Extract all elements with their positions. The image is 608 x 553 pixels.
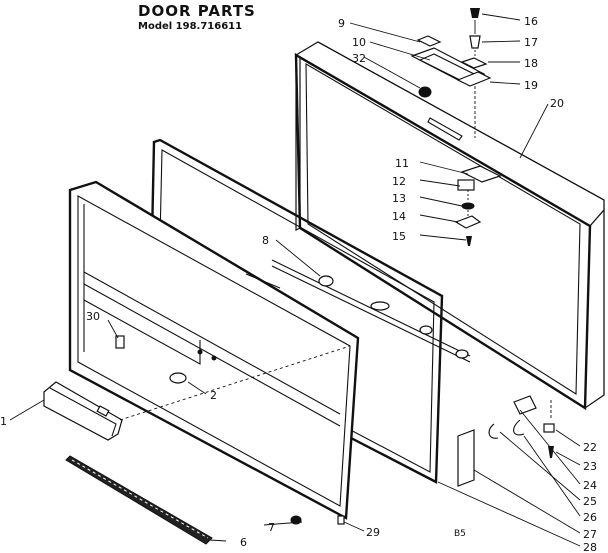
label-8: 8 <box>262 234 269 247</box>
label-18: 18 <box>524 57 538 70</box>
top-hinge-parts <box>410 8 492 138</box>
label-20: 20 <box>550 97 564 110</box>
label-10: 10 <box>352 36 366 49</box>
label-9: 9 <box>338 17 345 30</box>
middle-hinge-parts <box>454 165 502 246</box>
leader-lines <box>9 13 581 547</box>
latch-clip <box>115 335 125 349</box>
label-16: 16 <box>524 15 538 28</box>
label-28: 28 <box>583 541 597 553</box>
label-24: 24 <box>583 479 597 492</box>
label-32: 32 <box>352 52 366 65</box>
latch-strike <box>169 372 187 384</box>
label-2: 2 <box>210 389 217 402</box>
label-12: 12 <box>392 175 406 188</box>
model-number: Model 198.716611 <box>138 21 243 32</box>
label-13: 13 <box>392 192 406 205</box>
label-1: 1 <box>0 415 7 428</box>
hinge-rod-assembly <box>245 259 471 363</box>
label-7: 7 <box>268 521 275 534</box>
outer-door-panel <box>294 41 605 411</box>
label-30: 30 <box>86 310 100 323</box>
part-labels: 1 2 6 7 8 9 10 11 12 13 14 15 16 17 18 1… <box>0 15 597 553</box>
trim-strip <box>65 455 213 545</box>
label-14: 14 <box>392 210 406 223</box>
label-26: 26 <box>583 511 597 524</box>
label-22: 22 <box>583 441 597 454</box>
label-6: 6 <box>240 536 247 549</box>
door-handle <box>43 381 123 441</box>
label-23: 23 <box>583 460 597 473</box>
label-19: 19 <box>524 79 538 92</box>
label-17: 17 <box>524 36 538 49</box>
label-25: 25 <box>583 495 597 508</box>
small-screws <box>290 515 345 525</box>
label-11: 11 <box>395 157 409 170</box>
label-29: 29 <box>366 526 380 539</box>
inner-door-liner <box>68 180 360 520</box>
label-15: 15 <box>392 230 406 243</box>
label-27: 27 <box>583 528 597 541</box>
bottom-hinge-parts <box>457 395 555 487</box>
figure-code: B5 <box>454 529 466 539</box>
page-title: DOOR PARTS <box>138 2 256 20</box>
